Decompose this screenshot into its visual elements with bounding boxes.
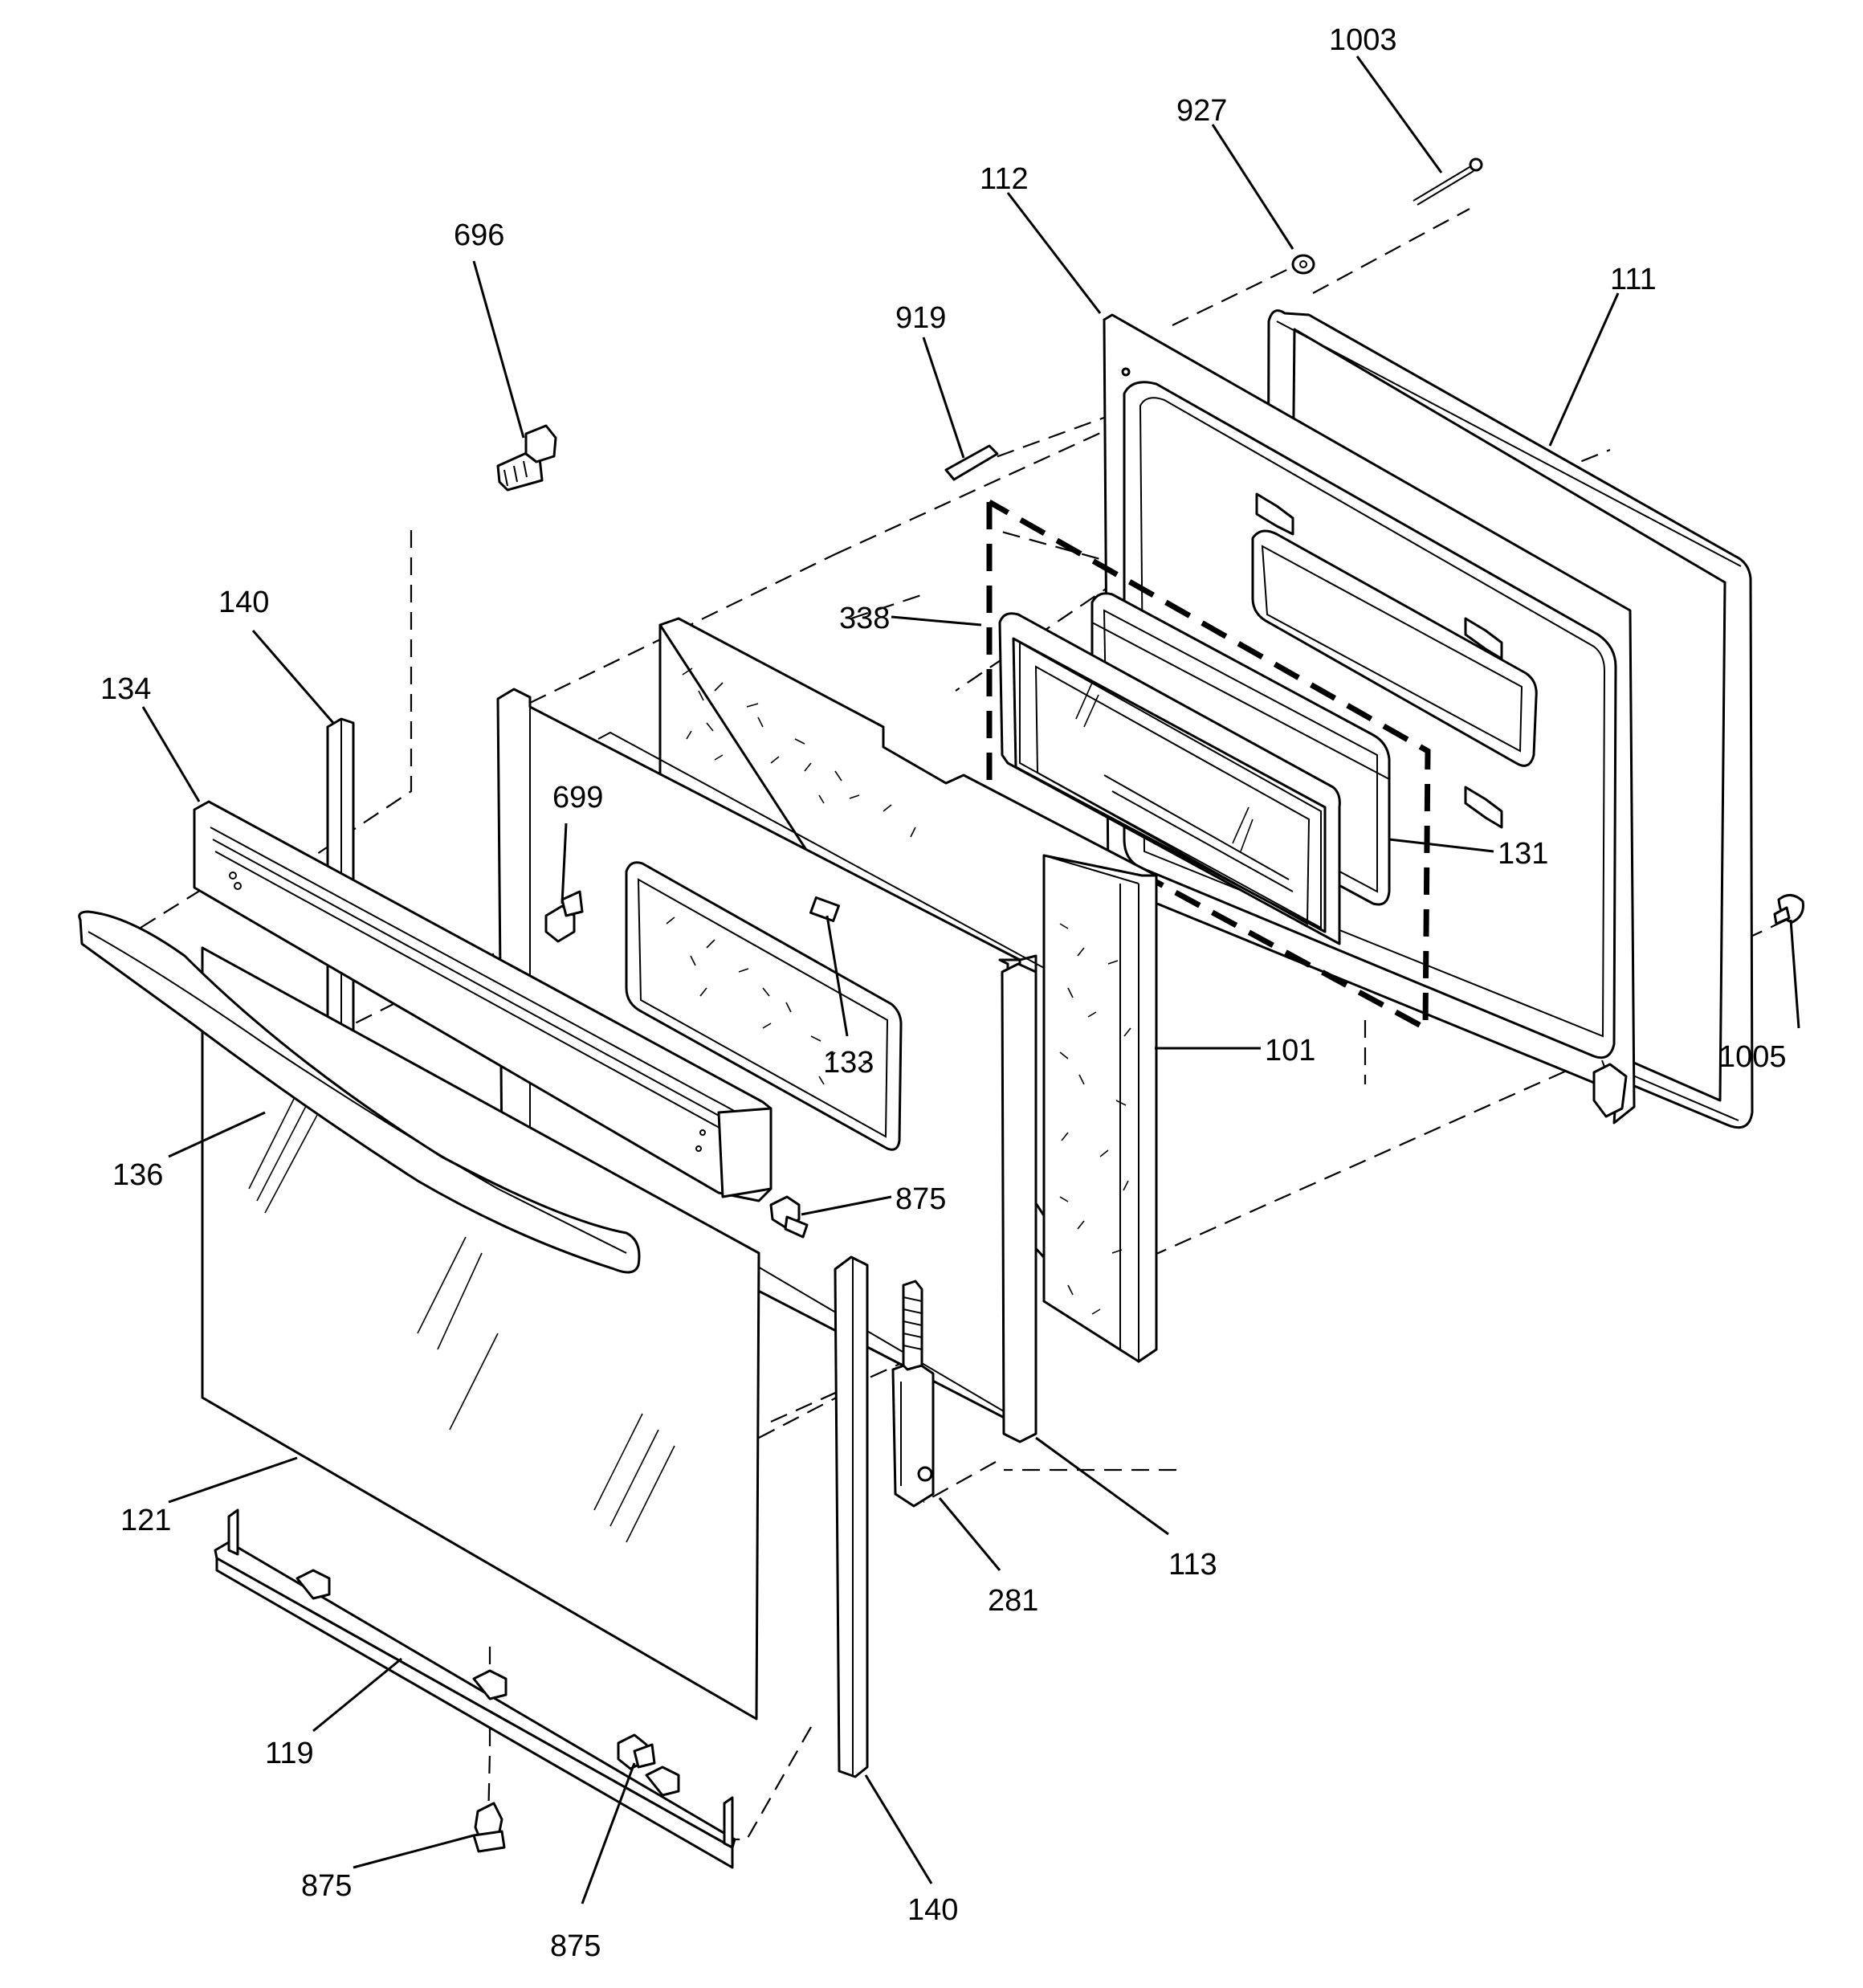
fastener-875-screw-bottom — [617, 1733, 656, 1770]
part-140-channel-bottom — [834, 1255, 869, 1778]
callout-113: 113 — [1168, 1548, 1217, 1582]
callout-875-bottom: 875 — [550, 1929, 601, 1963]
part-113-side-channel — [1001, 962, 1037, 1443]
callout-101: 101 — [1265, 1034, 1315, 1067]
part-281-hinge — [891, 1280, 935, 1508]
callout-121: 121 — [120, 1504, 171, 1537]
callout-labels: 1003 927 112 111 696 919 140 134 338 699… — [100, 23, 1787, 1963]
callout-875-mid: 875 — [895, 1182, 946, 1216]
callout-1005: 1005 — [1718, 1040, 1787, 1074]
callout-140-top: 140 — [218, 586, 269, 619]
callout-875-left: 875 — [301, 1869, 352, 1903]
callout-111: 111 — [1610, 263, 1657, 296]
callout-338: 338 — [839, 602, 890, 635]
callout-131: 131 — [1498, 837, 1548, 871]
callout-1003: 1003 — [1329, 23, 1397, 57]
callout-140-bottom: 140 — [907, 1893, 958, 1927]
callout-112: 112 — [980, 162, 1029, 196]
part-136-handle — [78, 910, 641, 1274]
fastener-1003-screw — [1413, 157, 1483, 206]
fastener-875-screw-mid — [769, 1195, 809, 1239]
part-121-outer-glass — [201, 946, 760, 1721]
fastener-699-screw — [544, 890, 584, 943]
callout-119: 119 — [265, 1737, 314, 1770]
fastener-696-bolt — [496, 424, 557, 492]
callout-134: 134 — [100, 672, 151, 706]
part-338-outline — [986, 499, 1431, 1033]
fastener-875-screw-left — [472, 1802, 506, 1853]
insulation-texture — [682, 667, 1131, 1315]
callout-281: 281 — [988, 1584, 1038, 1618]
part-window-frame — [998, 612, 1341, 945]
fastener-1005-screw — [1773, 894, 1804, 925]
callout-136: 136 — [112, 1158, 163, 1192]
fastener-927-washer — [1291, 254, 1315, 275]
callout-133: 133 — [823, 1046, 874, 1080]
part-134-trim — [193, 800, 773, 1202]
window-texture — [666, 916, 868, 1085]
part-119-bottom-trim — [214, 1508, 736, 1869]
leader-lines — [141, 55, 1800, 1904]
callout-919: 919 — [895, 301, 946, 335]
callout-927: 927 — [1176, 94, 1227, 128]
callout-699: 699 — [552, 781, 603, 814]
callout-696: 696 — [454, 218, 504, 252]
fastener-919-pin — [944, 444, 999, 481]
